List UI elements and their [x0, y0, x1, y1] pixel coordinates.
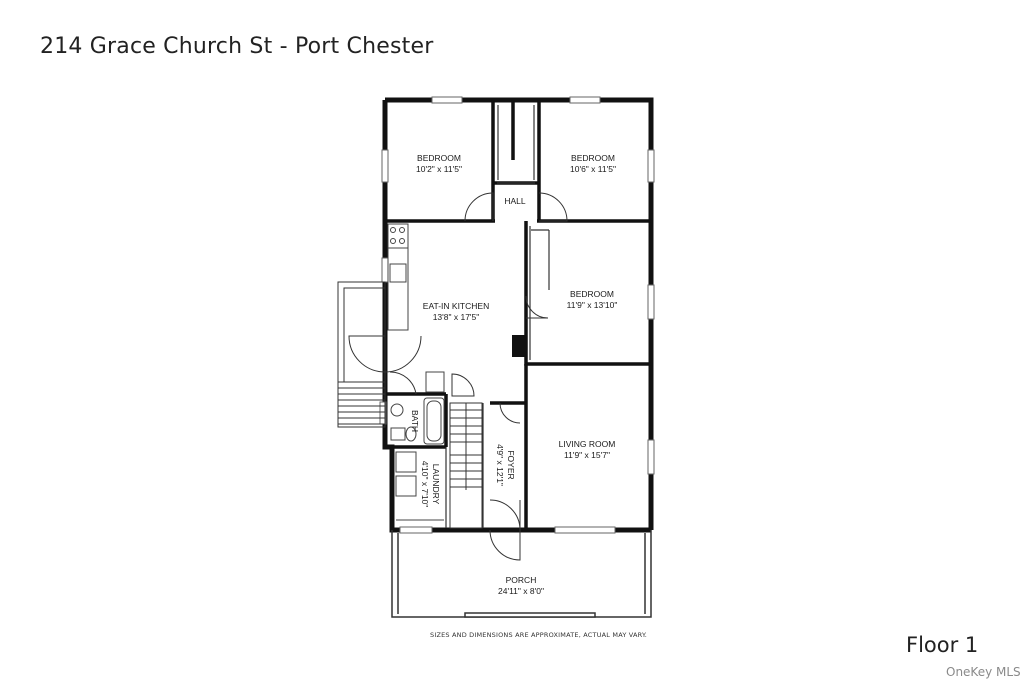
bedroom-2-name: BEDROOM [571, 153, 615, 163]
bedroom-3-name: BEDROOM [570, 289, 614, 299]
bedroom-3-dims: 11'9" x 13'10" [567, 300, 618, 310]
disclaimer-text: SIZES AND DIMENSIONS ARE APPROXIMATE, AC… [430, 631, 648, 639]
chimney [512, 335, 526, 357]
bedroom-1-dims: 10'2" x 11'5" [416, 164, 462, 174]
laundry-fixtures [395, 451, 444, 521]
porch-name: PORCH [506, 575, 537, 585]
foyer-name: FOYER [506, 450, 516, 479]
kitchen-name: EAT-IN KITCHEN [423, 301, 489, 311]
exterior-stairs [337, 281, 386, 428]
porch-outline [391, 530, 652, 618]
interior-thin-walls [445, 105, 550, 528]
floor-label: Floor 1 [906, 633, 979, 657]
page-title: 214 Grace Church St - Port Chester [40, 34, 434, 59]
foyer-dims: 4'9" x 12'1" [495, 444, 505, 486]
bath-fixtures [390, 397, 445, 445]
kitchen-fixtures [387, 223, 445, 393]
bedroom-1-name: BEDROOM [417, 153, 461, 163]
bedroom-2-dims: 10'6" x 11'5" [570, 164, 616, 174]
interior-stairs [449, 402, 483, 529]
living-room-name: LIVING ROOM [559, 439, 616, 449]
living-room-dims: 11'9" x 15'7" [564, 450, 610, 460]
bath-name: BATH [410, 410, 420, 432]
hall-name: HALL [504, 196, 526, 206]
door-swings [348, 192, 568, 561]
laundry-name: LAUNDRY [431, 464, 441, 505]
porch-dims: 24'11" x 8'0" [498, 586, 544, 596]
laundry-dims: 4'10" x 7'10" [420, 461, 430, 508]
mls-credit: OneKey MLS [946, 665, 1021, 679]
kitchen-dims: 13'8" x 17'5" [433, 312, 480, 322]
